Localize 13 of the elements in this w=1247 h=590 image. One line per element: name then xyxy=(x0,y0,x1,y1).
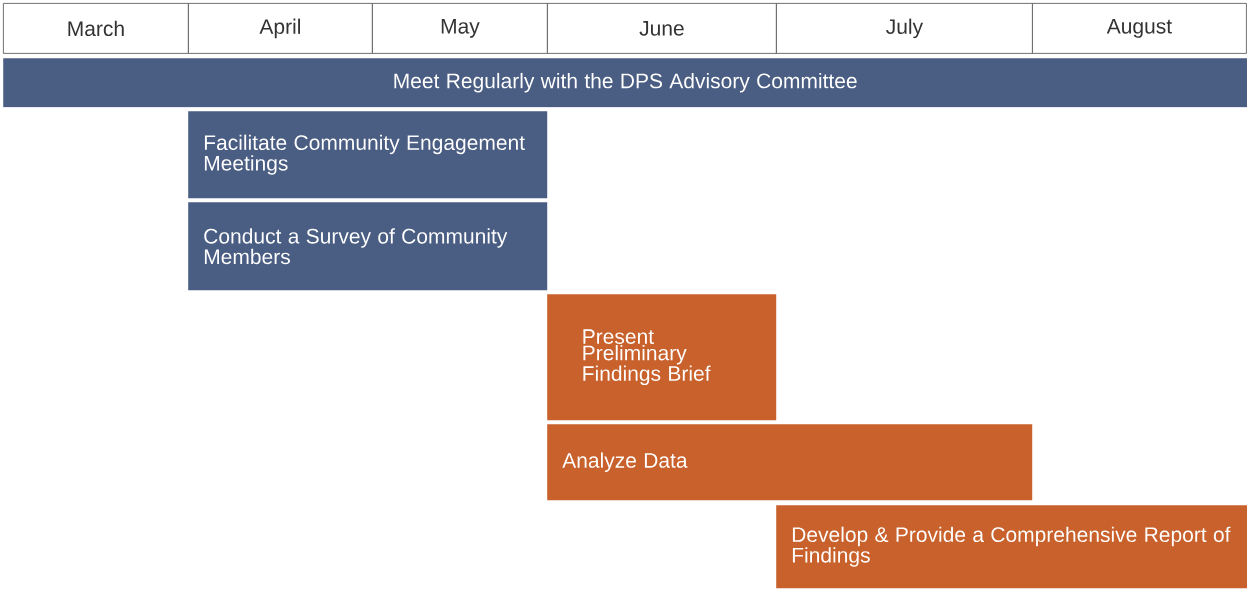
task-bar: Develop & Provide a Comprehensive Report of Findings xyxy=(776,505,1247,589)
task-bar: Facilitate Community Engagement Meetings xyxy=(188,111,548,199)
month-header-cell: July xyxy=(776,3,1033,54)
month-header-cell: March xyxy=(3,3,189,54)
month-header-cell: June xyxy=(547,3,777,54)
task-bar: Analyze Data xyxy=(547,424,1033,501)
month-header-cell: April xyxy=(188,3,373,54)
month-header-cell: May xyxy=(372,3,548,54)
month-header-cell: August xyxy=(1032,3,1247,54)
task-bar: Conduct a Survey of Community Members xyxy=(188,202,548,291)
node-label: August xyxy=(1106,19,1172,38)
task-bar: Present Preliminary Findings Brief xyxy=(547,294,777,421)
task-bar: Meet Regularly with the DPS Advisory Committee xyxy=(3,58,1247,108)
